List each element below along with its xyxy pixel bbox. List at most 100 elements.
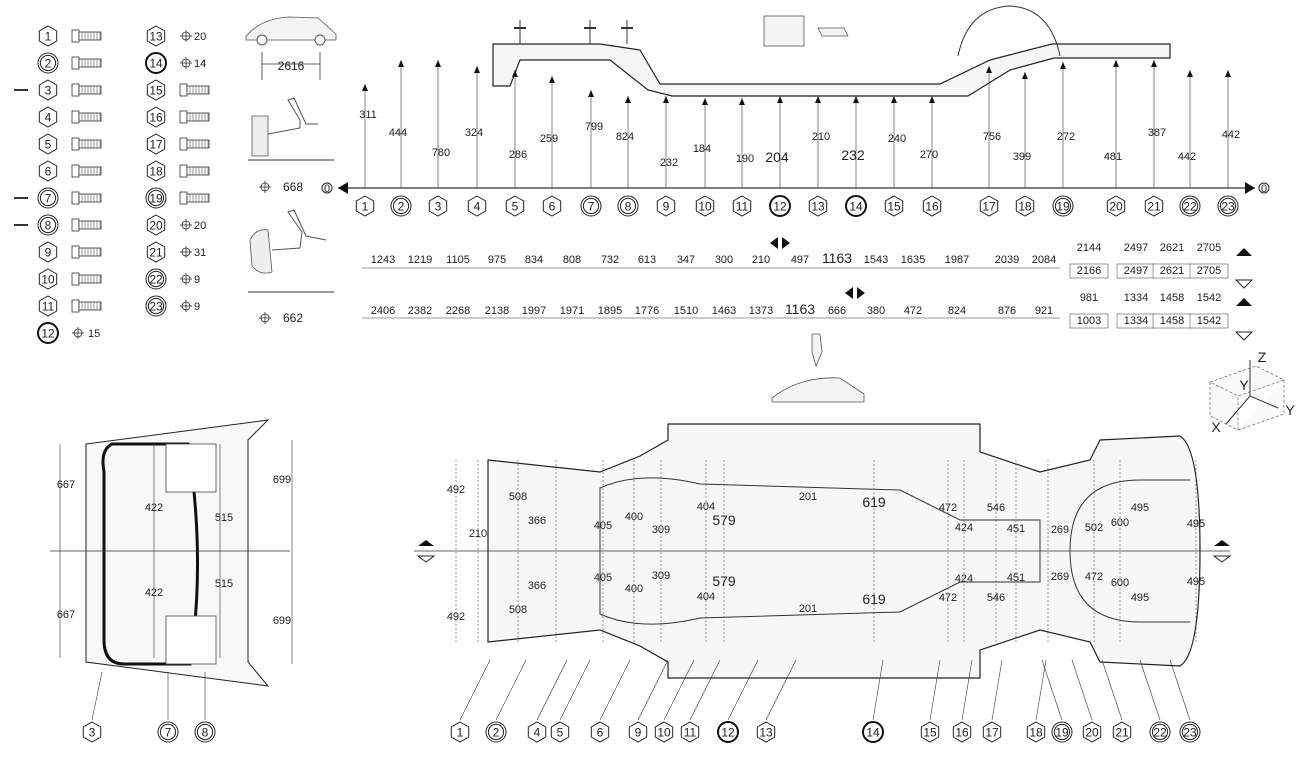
up-arrow xyxy=(1236,298,1252,306)
legend-diameter: 9 xyxy=(194,274,200,286)
side-point-marker: 21 xyxy=(1144,195,1164,217)
row2-split-arrows xyxy=(845,287,865,299)
marker-label: 9 xyxy=(45,246,52,260)
side-point-marker: 22 xyxy=(1179,195,1201,217)
marker-label: 15 xyxy=(149,84,163,98)
side-point-marker: 14 xyxy=(845,195,867,217)
row1-dim: 1243 xyxy=(371,254,395,266)
plan-callout: 4 xyxy=(527,721,547,743)
marker-label: 1 xyxy=(457,726,464,740)
plan-callout: 6 xyxy=(590,721,610,743)
marker-label: 20 xyxy=(149,219,163,233)
marker-label: 17 xyxy=(982,200,996,214)
legend-marker: 13 xyxy=(146,25,166,47)
height-dim: 756 xyxy=(983,131,1001,143)
row1-dim: 808 xyxy=(563,254,581,266)
marker-label: 11 xyxy=(42,300,55,314)
marker-label: 9 xyxy=(663,200,670,214)
marker-label: 16 xyxy=(955,726,969,740)
marker-label: 4 xyxy=(474,200,481,214)
marker-label: 20 xyxy=(1109,200,1123,214)
marker-label: 8 xyxy=(202,726,209,740)
row2-dim: 876 xyxy=(998,305,1016,317)
height-dim: 824 xyxy=(616,131,634,143)
legend-marker: 23 xyxy=(145,295,167,317)
row2-right-dim: 1334 xyxy=(1124,315,1148,327)
front-rail-outline xyxy=(101,442,200,666)
row1-right-dim: 2144 xyxy=(1077,242,1101,254)
plan-dim: 404 xyxy=(697,501,715,513)
marker-label: 6 xyxy=(597,726,604,740)
marker-label: 8 xyxy=(625,200,632,214)
front-callout: 7 xyxy=(157,721,179,743)
legend-diameter: 9 xyxy=(194,301,200,313)
datum-arrow-left xyxy=(338,182,348,194)
plan-dim: 619 xyxy=(862,591,886,607)
marker-label: 10 xyxy=(41,273,55,287)
legend-marker: 8 xyxy=(37,214,59,236)
row2-dim: 2138 xyxy=(485,305,509,317)
row1-split-arrows xyxy=(770,237,790,249)
marker-label: 20 xyxy=(1085,726,1099,740)
plan-callout: 17 xyxy=(982,721,1002,743)
row1-dim: 834 xyxy=(525,254,543,266)
legend-marker: 1 xyxy=(38,25,58,47)
down-arrow xyxy=(1234,331,1254,341)
side-point-marker: 11 xyxy=(732,195,752,217)
side-point-marker: 12 xyxy=(769,195,791,217)
marker-label: 13 xyxy=(759,726,773,740)
marker-label: 1 xyxy=(362,200,369,214)
plan-callout: 1 xyxy=(450,721,470,743)
plan-callout: 10 xyxy=(654,721,674,743)
front-wheel-icon xyxy=(251,115,269,157)
row1-dim: 1635 xyxy=(901,254,925,266)
row2-dim: 1373 xyxy=(749,305,773,317)
row1-right-dim: 2621 xyxy=(1160,265,1184,277)
row2-dim: 1463 xyxy=(712,305,736,317)
marker-label: 17 xyxy=(985,726,999,740)
legend-row: 11 23 9 xyxy=(38,295,200,317)
row1-right-dim: 2497 xyxy=(1124,265,1148,277)
front-dim: 699 xyxy=(273,474,291,486)
marker-label: 23 xyxy=(1183,726,1197,740)
row2-dim: 824 xyxy=(948,305,966,317)
plan-dim: 424 xyxy=(955,573,973,585)
row1-dim: 2084 xyxy=(1032,254,1056,266)
row2-dim: 2268 xyxy=(446,305,470,317)
marker-label: 17 xyxy=(149,138,163,152)
row2-dim: 2382 xyxy=(408,305,432,317)
height-dim: 442 xyxy=(1222,129,1240,141)
legend-diameter: 20 xyxy=(194,31,206,43)
wheelbase-dim: 2616 xyxy=(278,59,305,73)
legend-row: 3 15 xyxy=(14,79,210,101)
down-arrow xyxy=(1234,279,1254,289)
height-dim: 286 xyxy=(509,149,527,161)
side-point-marker: 2 xyxy=(390,195,412,217)
row2-dim: 380 xyxy=(867,305,885,317)
row1-right-dim: 2166 xyxy=(1077,265,1101,277)
front-panel-outline xyxy=(85,419,270,687)
plan-callout: 16 xyxy=(952,721,972,743)
height-dim: 399 xyxy=(1013,151,1031,163)
legend-marker: 3 xyxy=(38,79,58,101)
row1-dim: 732 xyxy=(601,254,619,266)
pointing-hand-icon xyxy=(817,27,849,37)
plan-callout: 13 xyxy=(756,721,776,743)
row1-right-dim: 2705 xyxy=(1197,242,1221,254)
row2-dim: 1997 xyxy=(522,305,546,317)
marker-label: 21 xyxy=(1147,200,1161,214)
plan-callout: 15 xyxy=(920,721,940,743)
row1-dim: 613 xyxy=(638,254,656,266)
marker-label: 12 xyxy=(41,327,55,341)
side-point-marker: 13 xyxy=(808,195,828,217)
plan-dim: 495 xyxy=(1131,592,1149,604)
marker-label: 4 xyxy=(45,111,52,125)
